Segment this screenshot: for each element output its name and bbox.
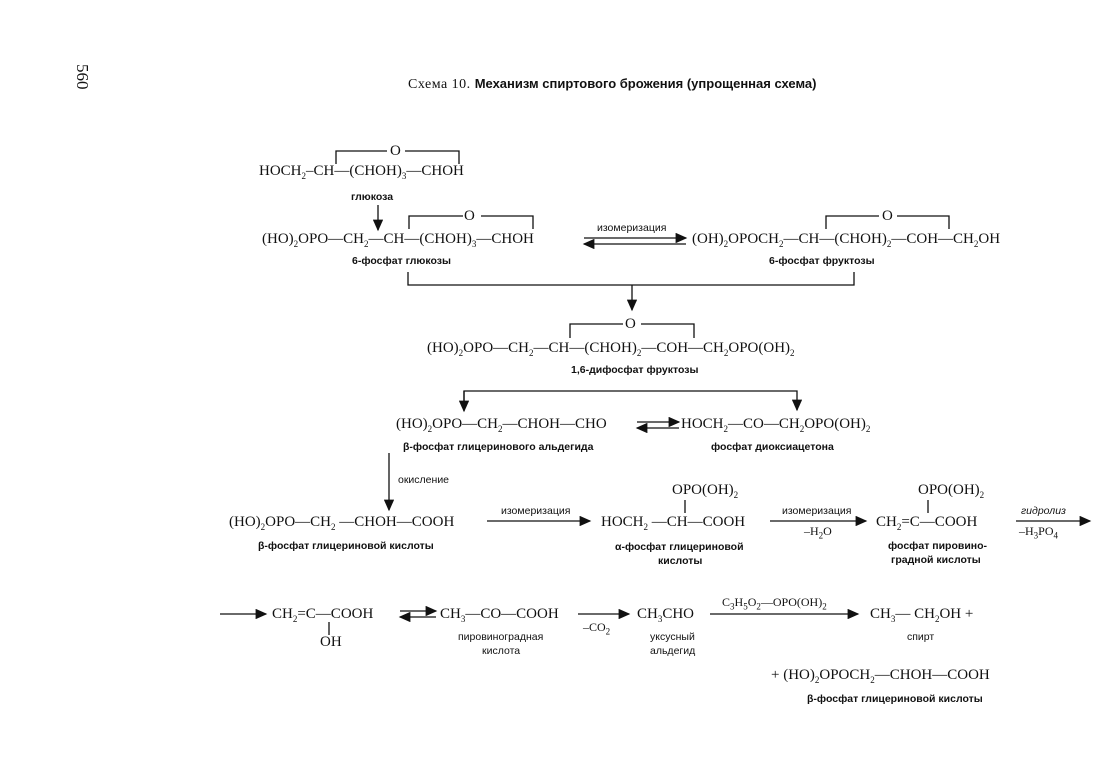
pyruvate-label-line1: пировиноградная <box>458 631 544 643</box>
pg2-label-line2: кислоты <box>658 555 703 567</box>
pep-label-line1: фосфат пировино- <box>888 540 988 552</box>
fbp-label: 1,6-дифосфат фруктозы <box>571 364 699 376</box>
ethanol-formula: CH3— CH2OH + <box>870 606 974 624</box>
split-bracket <box>463 390 803 412</box>
scheme-caption: Схема 10. Механизм спиртового брожения (… <box>408 76 817 93</box>
glucose-ring-line <box>335 150 387 164</box>
fbp-ring-oxygen: O <box>625 316 636 332</box>
byproduct-label: β-фосфат глицериновой кислоты <box>807 693 983 705</box>
isomerization-label-3: изомеризация <box>782 505 852 517</box>
acetaldehyde-label-line1: уксусный <box>650 631 695 643</box>
glucose-label: глюкоза <box>351 191 394 203</box>
isomerization-label-2: изомеризация <box>501 505 571 517</box>
g6p-formula: (HO)2OPO—CH2—CH—(CHOH)3—CHOH <box>262 231 534 249</box>
pg2-label-line1: α-фосфат глицериновой <box>615 541 744 553</box>
g6p-ring-line <box>408 215 463 229</box>
pyruvate-formula: CH3—CO—COOH <box>440 606 559 624</box>
pg3-label: β-фосфат глицериновой кислоты <box>258 540 434 552</box>
glucose-formula: HOCH2–CH—(CHOH)3—CHOH <box>259 163 464 181</box>
gap-label: β-фосфат глицеринового альдегида <box>403 441 594 453</box>
gap-formula: (HO)2OPO—CH2—CHOH—CHO <box>396 416 607 434</box>
f6p-formula: (OH)2OPOCH2—CH—(CHOH)2—COH—CH2OH <box>692 231 1001 249</box>
dehydration-label: –H2O <box>804 524 832 541</box>
pg3-formula: (HO)2OPO—CH2 —CHOH—COOH <box>229 514 455 532</box>
pg2-formula: HOCH2 —CH—COOH <box>601 514 746 532</box>
isomerization-label-1: изомеризация <box>597 222 667 234</box>
pyruvate-label-line2: кислота <box>482 645 521 657</box>
pep-label-line2: градной кислоты <box>891 554 981 566</box>
pg2-top-group: OPO(OH)2 <box>672 482 739 500</box>
decarboxylation-label: –CO2 <box>583 620 611 637</box>
glucose-ring-oxygen: O <box>390 143 401 159</box>
ethanol-label: спирт <box>907 631 935 643</box>
acetaldehyde-formula: CH3CHO <box>637 606 695 624</box>
caption-prefix: Схема 10. <box>408 77 471 92</box>
g6p-ring-oxygen: O <box>464 208 475 224</box>
join-bracket <box>407 272 855 286</box>
f6p-ring-line <box>825 215 879 229</box>
pep-top-group: OPO(OH)2 <box>918 482 985 500</box>
acetaldehyde-label-line2: альдегид <box>650 645 696 657</box>
reducing-agent-label: C3H5O2—OPO(OH)2 <box>722 595 827 612</box>
fbp-ring-line <box>569 323 623 338</box>
hydrolysis-label: гидролиз <box>1021 505 1066 517</box>
f6p-label: 6-фосфат фруктозы <box>769 255 875 267</box>
dhap-label: фосфат диоксиацетона <box>711 441 834 453</box>
enol-hydroxyl: OH <box>320 634 342 650</box>
dhap-formula: HOCH2—CO—CH2OPO(OH)2 <box>681 416 871 434</box>
f6p-ring-oxygen: O <box>882 208 893 224</box>
g6p-label: 6-фосфат глюкозы <box>352 255 451 267</box>
oxidation-label: окисление <box>398 474 450 486</box>
fbp-formula: (HO)2OPO—CH2—CH—(CHOH)2—COH—CH2OPO(OH)2 <box>427 340 795 358</box>
byproduct-formula: + (HO)2OPOCH2—CHOH—COOH <box>771 667 990 685</box>
pep-formula: CH2=C—COOH <box>876 514 978 532</box>
dephosphorylation-label: –H3PO4 <box>1019 524 1059 541</box>
caption-title: Механизм спиртового брожения (упрощенная… <box>474 76 817 91</box>
enol-pyruvate-formula: CH2=C—COOH <box>272 606 374 624</box>
